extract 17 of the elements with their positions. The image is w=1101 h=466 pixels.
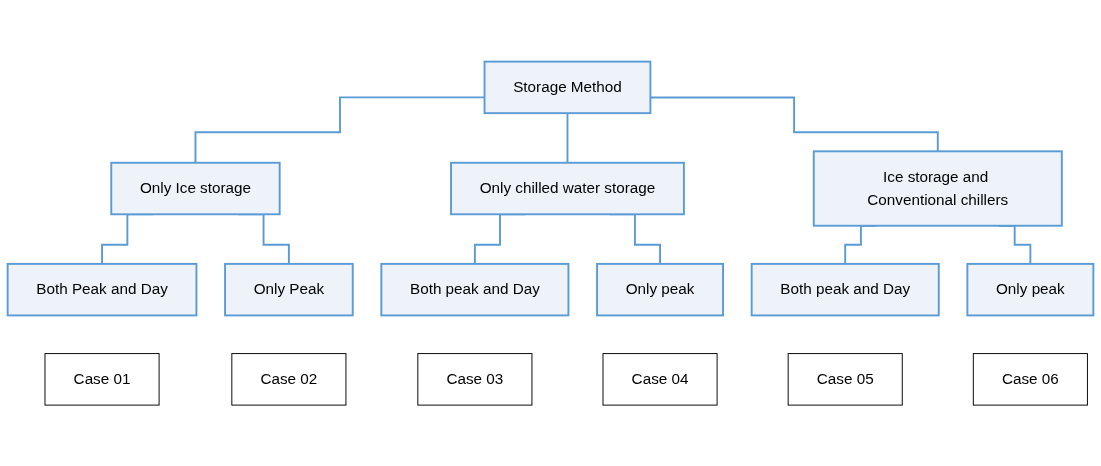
node-box: Only peak: [596, 262, 724, 316]
node-box: Only chilled water storage: [450, 161, 685, 215]
connector: [566, 111, 569, 164]
node-box: Case 01: [44, 352, 160, 406]
node-box: Storage Method: [483, 60, 652, 114]
node-box: Ice storage and Conventional chillers: [812, 150, 1063, 227]
node-box: Only peak: [966, 262, 1095, 316]
node-box: Case 03: [417, 352, 533, 406]
node-box: Only Peak: [224, 262, 354, 316]
node-box: Both Peak and Day: [6, 262, 198, 316]
node-box: Case 04: [602, 352, 718, 406]
node-box: Both peak and Day: [750, 262, 940, 316]
node-box: Case 05: [787, 352, 903, 406]
node-box: Case 06: [972, 352, 1088, 406]
node-box: Case 02: [231, 352, 347, 406]
node-box: Both peak and Day: [380, 262, 570, 316]
node-box: Only Ice storage: [110, 161, 281, 215]
